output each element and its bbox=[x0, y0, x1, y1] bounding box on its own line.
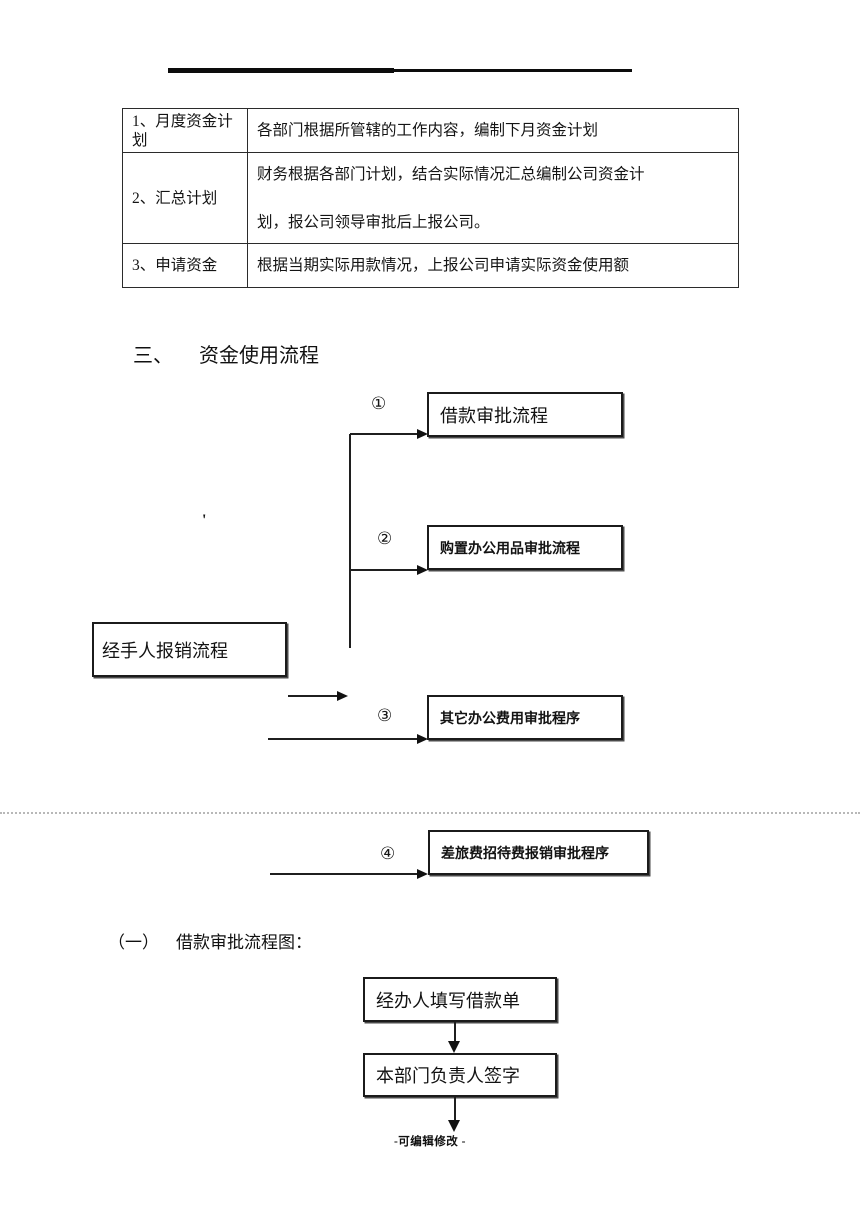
top-rule-thick-segment bbox=[168, 68, 394, 73]
branch-arrow-line-4 bbox=[270, 873, 419, 875]
branch-arrow-line-2 bbox=[350, 569, 417, 571]
step-box-dept-head-sign: 本部门负责人签字 bbox=[363, 1053, 557, 1097]
subsection-heading: （一） 借款审批流程图： bbox=[108, 931, 312, 955]
step-box-label: 经办人填写借款单 bbox=[376, 990, 520, 1011]
arrow-down-icon bbox=[448, 1041, 460, 1053]
table-row: 3、申请资金 根据当期实际用款情况，上报公司申请实际资金使用额 bbox=[122, 243, 739, 288]
subsection-title: 借款审批流程图： bbox=[176, 933, 312, 952]
branch-box-office-supplies: 购置办公用品审批流程 bbox=[427, 525, 623, 570]
fund-plan-table: 1、月度资金计划 各部门根据所管辖的工作内容，编制下月资金计划 2、汇总计划 财… bbox=[122, 108, 739, 288]
desc-line-2: 划，报公司领导审批后上报公司。 bbox=[257, 213, 490, 231]
down-arrow-line-2 bbox=[454, 1097, 456, 1121]
branch-number-1: ① bbox=[371, 394, 387, 414]
row-desc-cell: 财务根据各部门计划，结合实际情况汇总编制公司资金计 划，报公司领导审批后上报公司… bbox=[247, 152, 739, 244]
branch-connector-vline bbox=[349, 434, 351, 648]
source-arrow-line bbox=[288, 695, 337, 697]
row-desc-cell: 各部门根据所管辖的工作内容，编制下月资金计划 bbox=[247, 108, 739, 153]
branch-box-other-expenses: 其它办公费用审批程序 bbox=[427, 695, 623, 740]
top-rule bbox=[168, 69, 632, 72]
section-number: 三、 bbox=[133, 345, 173, 367]
branch-number-4: ④ bbox=[380, 844, 396, 864]
row-label-cell: 3、申请资金 bbox=[122, 243, 248, 288]
row-label-cell: 2、汇总计划 bbox=[122, 152, 248, 244]
footer-note: -可编辑修改 - bbox=[393, 1136, 467, 1148]
arrow-right-icon bbox=[337, 691, 348, 701]
branch-arrow-line-1 bbox=[350, 433, 417, 435]
arrow-right-icon bbox=[417, 869, 428, 879]
table-row: 2、汇总计划 财务根据各部门计划，结合实际情况汇总编制公司资金计 划，报公司领导… bbox=[122, 152, 739, 244]
down-arrow-line-1 bbox=[454, 1022, 456, 1042]
branch-arrow-line-3 bbox=[268, 738, 417, 740]
arrow-right-icon bbox=[417, 429, 428, 439]
section-title: 资金使用流程 bbox=[199, 345, 319, 367]
stray-mark: ' bbox=[202, 512, 207, 529]
branch-box-label: 其它办公费用审批程序 bbox=[440, 711, 580, 727]
table-row: 1、月度资金计划 各部门根据所管辖的工作内容，编制下月资金计划 bbox=[122, 108, 739, 153]
desc-line-1: 财务根据各部门计划，结合实际情况汇总编制公司资金计 bbox=[257, 165, 645, 183]
branch-box-label: 购置办公用品审批流程 bbox=[440, 541, 580, 557]
step-box-fill-loan-form: 经办人填写借款单 bbox=[363, 977, 557, 1022]
branch-box-loan-approval: 借款审批流程 bbox=[427, 392, 623, 437]
arrow-down-icon bbox=[448, 1120, 460, 1132]
arrow-right-icon bbox=[417, 734, 428, 744]
row-label-cell: 1、月度资金计划 bbox=[122, 108, 248, 153]
step-box-label: 本部门负责人签字 bbox=[376, 1066, 520, 1086]
source-box-label: 经手人报销流程 bbox=[102, 640, 228, 661]
branch-box-label: 借款审批流程 bbox=[440, 405, 548, 426]
source-box-handler-reimburse: 经手人报销流程 bbox=[92, 622, 287, 677]
subsection-number: （一） bbox=[108, 933, 159, 952]
branch-box-travel-expenses: 差旅费招待费报销审批程序 bbox=[428, 830, 649, 875]
arrow-right-icon bbox=[417, 565, 428, 575]
branch-number-2: ② bbox=[377, 529, 393, 549]
branch-number-3: ③ bbox=[377, 706, 393, 726]
page-break-dotted-line bbox=[0, 812, 860, 814]
branch-box-label: 差旅费招待费报销审批程序 bbox=[441, 846, 609, 862]
section-heading: 三、 资金使用流程 bbox=[133, 343, 319, 369]
row-desc-cell: 根据当期实际用款情况，上报公司申请实际资金使用额 bbox=[247, 243, 739, 288]
